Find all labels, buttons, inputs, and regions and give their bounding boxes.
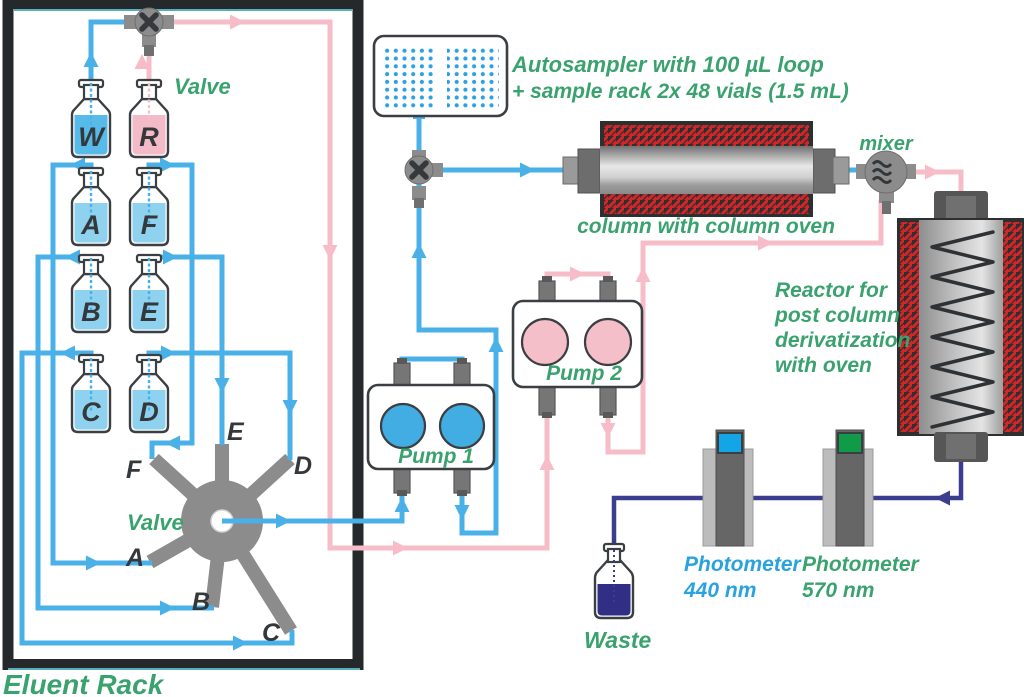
pump-2: Pump 2 (511, 276, 644, 418)
column-with-oven (562, 121, 850, 217)
bottle-label: C (81, 397, 101, 427)
reactor-caption-2: post column (774, 304, 900, 327)
pump-head (379, 402, 427, 450)
photometer-570-name: Photometer (802, 553, 921, 576)
mixer (856, 150, 916, 214)
photometer-440 (702, 429, 754, 547)
eluent-rack-frame (2, 0, 364, 670)
reactor-caption-1: Reactor for (775, 279, 889, 302)
port-label-A: A (125, 544, 144, 572)
bottle-label: W (78, 122, 106, 152)
valve-x-icon (139, 12, 159, 32)
waste-label: Waste (584, 627, 652, 653)
port-label-D: D (294, 452, 312, 480)
bottle-label: R (139, 122, 159, 152)
detector-tubing (611, 458, 964, 552)
mixer-waves-icon (871, 160, 893, 184)
reactor (897, 191, 1024, 462)
labels: Valve Valve Eluent Rack A B C D E F Auto… (3, 52, 921, 697)
pump-2-label: Pump 2 (546, 362, 622, 385)
autosampler-caption-2: + sample rack 2x 48 vials (1.5 mL) (512, 80, 849, 103)
mixer-label: mixer (859, 133, 914, 155)
bottle-label: F (141, 210, 159, 240)
oven-heater-bottom (604, 194, 809, 214)
pump-head (583, 317, 633, 367)
pump-head (438, 402, 486, 450)
eluent-bottles: W R A F B E C D (70, 78, 170, 434)
column-caption: column with column oven (577, 215, 835, 238)
reactor-caption-3: derivatization (775, 329, 910, 352)
autosampler (372, 34, 509, 119)
photometer-440-cap (717, 432, 743, 454)
reactor-caption-4: with oven (775, 354, 872, 377)
top-valve-label: Valve (174, 74, 231, 99)
eluent-rack-label: Eluent Rack (3, 669, 165, 697)
bottle-label: A (80, 210, 101, 240)
pump-1: Pump 1 (366, 358, 496, 496)
pump-head (520, 317, 570, 367)
reactor-coil-icon (930, 230, 995, 429)
photometer-440-name: Photometer (684, 553, 803, 576)
photometer-570-wavelength: 570 nm (802, 579, 874, 602)
autosampler-caption-1: Autosampler with 100 µL loop (511, 52, 824, 77)
port-label-C: C (262, 619, 281, 647)
reactor-heater-right (1003, 222, 1022, 432)
injection-valve (404, 150, 443, 208)
bottle-label: B (81, 297, 101, 327)
photometer-440-wavelength: 440 nm (683, 579, 756, 602)
sample-rack-1 (382, 46, 434, 108)
bottle-label: D (139, 397, 159, 427)
port-label-F: F (126, 456, 142, 484)
waste-bottle (593, 542, 635, 620)
rotary-valve-label: Valve (127, 510, 184, 535)
sample-rack-2 (447, 46, 499, 108)
top-switching-valve (124, 7, 174, 56)
reactor-heater-left (900, 222, 919, 432)
rotary-selection-valve (146, 444, 297, 635)
valve-x-icon (409, 160, 429, 180)
pump-1-label: Pump 1 (398, 445, 474, 468)
oven-heater-top (604, 125, 809, 146)
port-label-B: B (192, 588, 210, 616)
photometer-570 (822, 429, 874, 547)
port-label-E: E (227, 418, 245, 446)
photometer-570-cap (837, 432, 863, 454)
bottle-label: E (140, 297, 159, 327)
